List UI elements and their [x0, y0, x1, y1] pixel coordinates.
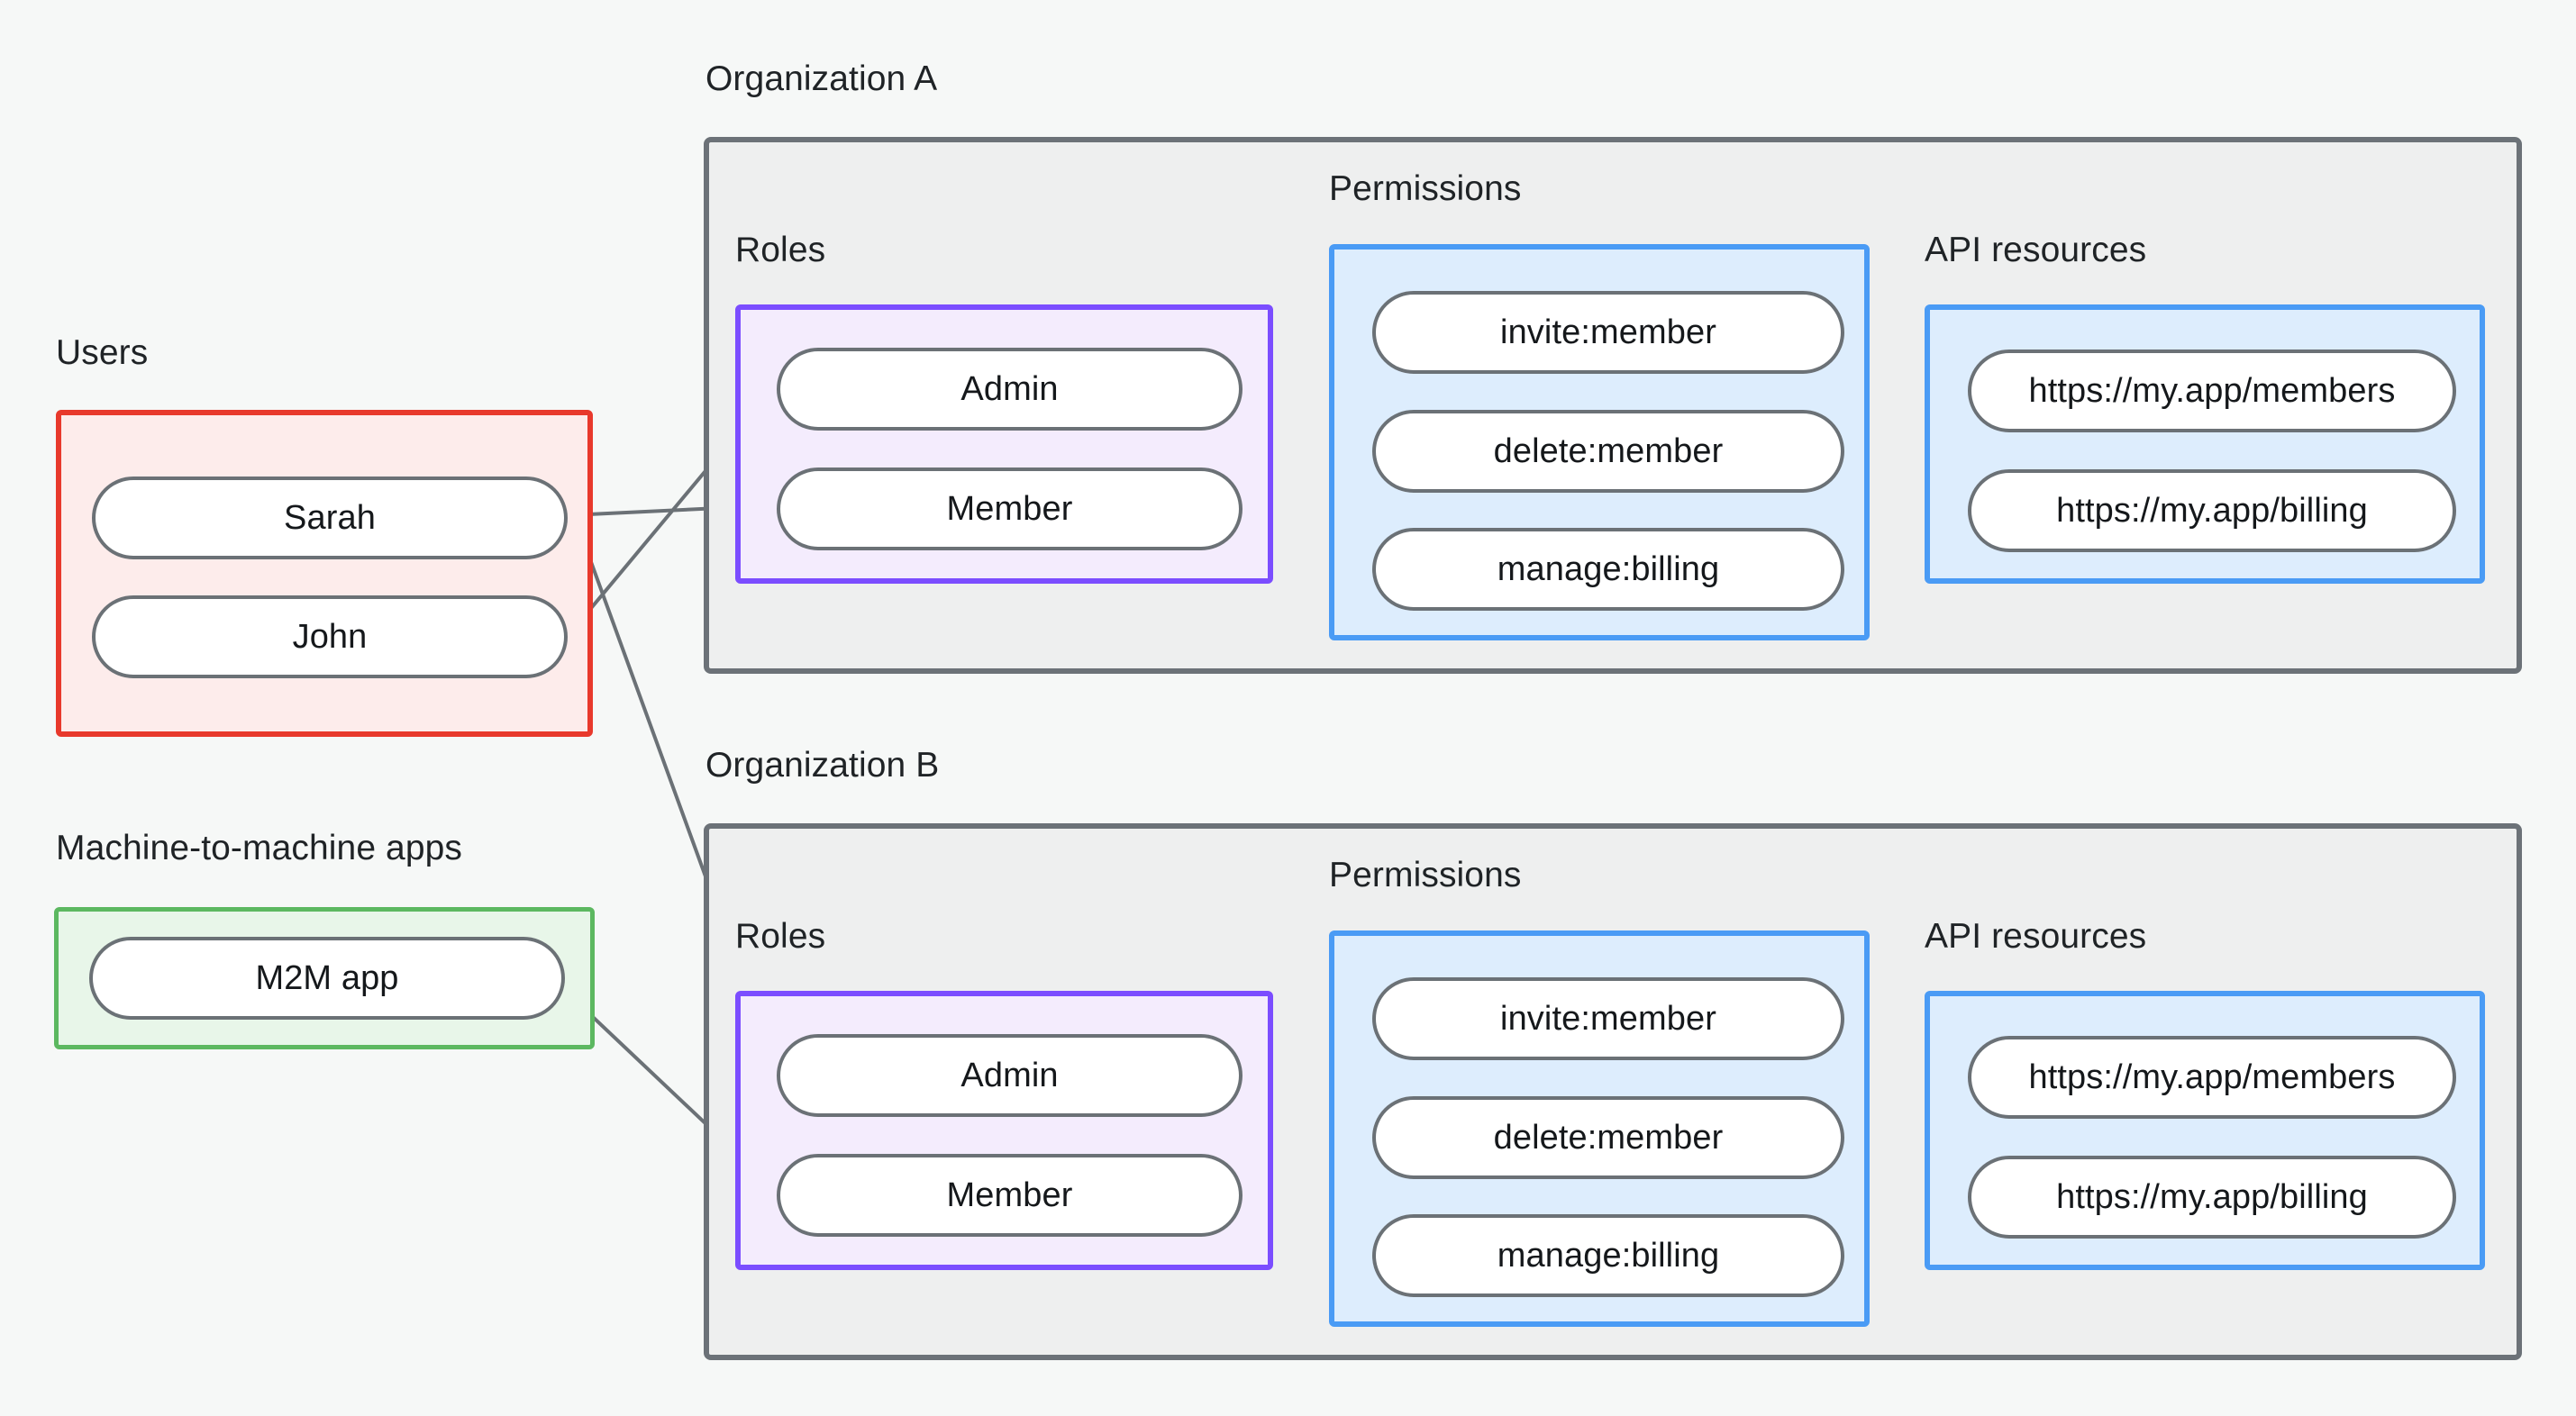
org-a-api-resource-billing[interactable]: https://my.app/billing — [1968, 469, 2456, 552]
user-node-john[interactable]: John — [92, 595, 568, 678]
org-b-permission-invite-member[interactable]: invite:member — [1372, 977, 1844, 1060]
org-a-permissions-group: invite:member delete:member manage:billi… — [1329, 244, 1870, 640]
permission-label: invite:member — [1500, 999, 1716, 1038]
api-resource-label: https://my.app/billing — [2056, 491, 2368, 530]
user-label: John — [292, 617, 368, 656]
m2m-group: M2M app — [54, 907, 595, 1049]
org-b-permissions-group: invite:member delete:member manage:billi… — [1329, 930, 1870, 1327]
permission-label: manage:billing — [1497, 1236, 1720, 1275]
org-a-permissions-caption: Permissions — [1329, 169, 1522, 208]
role-label: Member — [946, 1175, 1073, 1214]
role-label: Admin — [960, 369, 1059, 408]
org-a-role-member[interactable]: Member — [777, 467, 1242, 550]
org-b-api-resource-billing[interactable]: https://my.app/billing — [1968, 1156, 2456, 1239]
org-b-api-resource-members[interactable]: https://my.app/members — [1968, 1036, 2456, 1119]
org-b-roles-group: Admin Member — [735, 991, 1273, 1270]
org-a-roles-group: Admin Member — [735, 304, 1273, 584]
api-resource-label: https://my.app/billing — [2056, 1177, 2368, 1216]
api-resource-label: https://my.app/members — [2028, 1057, 2396, 1096]
users-caption: Users — [56, 333, 149, 372]
org-a-permission-delete-member[interactable]: delete:member — [1372, 410, 1844, 493]
role-label: Member — [946, 489, 1073, 528]
org-b-roles-caption: Roles — [735, 917, 826, 956]
org-b-role-admin[interactable]: Admin — [777, 1034, 1242, 1117]
org-b-api-resources-group: https://my.app/members https://my.app/bi… — [1925, 991, 2485, 1270]
m2m-label: M2M app — [255, 958, 399, 997]
org-b-permission-manage-billing[interactable]: manage:billing — [1372, 1214, 1844, 1297]
m2m-caption: Machine-to-machine apps — [56, 829, 463, 867]
permission-label: delete:member — [1493, 431, 1724, 470]
org-a-role-admin[interactable]: Admin — [777, 348, 1242, 431]
org-a-roles-caption: Roles — [735, 231, 826, 269]
user-node-sarah[interactable]: Sarah — [92, 477, 568, 559]
org-b-api-caption: API resources — [1925, 917, 2147, 956]
org-b-permissions-caption: Permissions — [1329, 856, 1522, 894]
permission-label: manage:billing — [1497, 549, 1720, 588]
permission-label: invite:member — [1500, 313, 1716, 351]
org-a-caption: Organization A — [705, 59, 938, 98]
m2m-node-app[interactable]: M2M app — [89, 937, 565, 1020]
user-label: Sarah — [284, 498, 376, 537]
org-a-api-resource-members[interactable]: https://my.app/members — [1968, 349, 2456, 432]
org-b-permission-delete-member[interactable]: delete:member — [1372, 1096, 1844, 1179]
api-resource-label: https://my.app/members — [2028, 371, 2396, 410]
org-a-permission-manage-billing[interactable]: manage:billing — [1372, 528, 1844, 611]
org-a-api-resources-group: https://my.app/members https://my.app/bi… — [1925, 304, 2485, 584]
org-b-caption: Organization B — [705, 746, 940, 785]
org-a-permission-invite-member[interactable]: invite:member — [1372, 291, 1844, 374]
role-label: Admin — [960, 1056, 1059, 1094]
org-b-role-member[interactable]: Member — [777, 1154, 1242, 1237]
users-group: Sarah John — [56, 410, 593, 737]
permission-label: delete:member — [1493, 1118, 1724, 1157]
org-a-api-caption: API resources — [1925, 231, 2147, 269]
